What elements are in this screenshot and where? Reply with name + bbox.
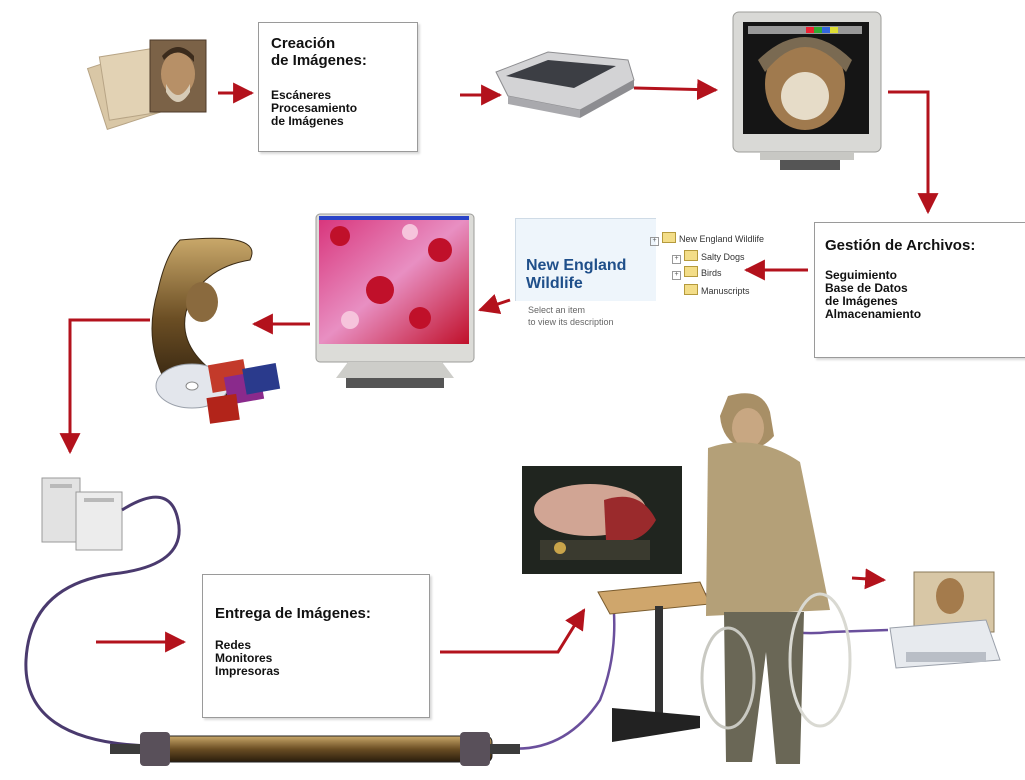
photo-clip-icon bbox=[522, 466, 682, 574]
file-management-title: Gestión de Archivos: bbox=[825, 237, 975, 254]
printer-icon bbox=[890, 572, 1000, 668]
table-stand bbox=[598, 582, 710, 742]
server-icon bbox=[42, 478, 122, 550]
creation-box: Creación de Imágenes: Escáneres Procesam… bbox=[258, 22, 418, 152]
tree-item[interactable]: +New England Wildlife bbox=[650, 232, 764, 246]
file-management-list: Seguimiento Base de Datos de Imágenes Al… bbox=[825, 269, 921, 321]
crt-monitor-icon bbox=[316, 214, 474, 388]
flow-arrow bbox=[480, 300, 510, 310]
delivery-list: Redes Monitores Impresoras bbox=[215, 639, 280, 678]
network-cable bbox=[492, 592, 614, 749]
panel-hint: Select an item to view its description bbox=[528, 304, 614, 328]
flow-arrow bbox=[70, 320, 150, 452]
cd-media-icon bbox=[156, 359, 280, 424]
list-item: de Imágenes bbox=[271, 115, 357, 128]
delivery-box: Entrega de Imágenes: Redes Monitores Imp… bbox=[202, 574, 430, 718]
list-item: Almacenamiento bbox=[825, 308, 921, 321]
folder-icon bbox=[662, 232, 676, 243]
flow-arrow bbox=[440, 610, 584, 652]
panel-title: New England Wildlife bbox=[526, 257, 626, 293]
photos-stack-icon bbox=[88, 40, 206, 129]
tree-item[interactable]: +Salty Dogs bbox=[672, 250, 745, 264]
delivery-title: Entrega de Imágenes: bbox=[215, 605, 371, 622]
fisherman-figure bbox=[702, 393, 850, 764]
creation-list: Escáneres Procesamiento de Imágenes bbox=[271, 89, 357, 128]
expand-icon[interactable]: + bbox=[650, 237, 659, 246]
tree-item[interactable]: +Birds bbox=[672, 266, 722, 280]
flow-arrow bbox=[888, 92, 928, 212]
expand-icon[interactable]: + bbox=[672, 271, 681, 280]
flow-arrow bbox=[634, 88, 716, 90]
fiber-cable-icon bbox=[110, 732, 520, 766]
folder-icon bbox=[684, 250, 698, 261]
browser-panel: New England Wildlife bbox=[515, 218, 656, 301]
file-management-box: Gestión de Archivos: Seguimiento Base de… bbox=[814, 222, 1025, 358]
folder-icon bbox=[684, 284, 698, 295]
creation-title: Creación de Imágenes: bbox=[271, 35, 367, 69]
flow-arrow bbox=[852, 578, 884, 580]
tree-item[interactable]: Manuscripts bbox=[684, 284, 750, 296]
scanner-icon bbox=[496, 52, 634, 118]
crt-monitor-icon bbox=[733, 12, 881, 170]
folder-icon bbox=[684, 266, 698, 277]
expand-icon[interactable]: + bbox=[672, 255, 681, 264]
list-item: Impresoras bbox=[215, 665, 280, 678]
